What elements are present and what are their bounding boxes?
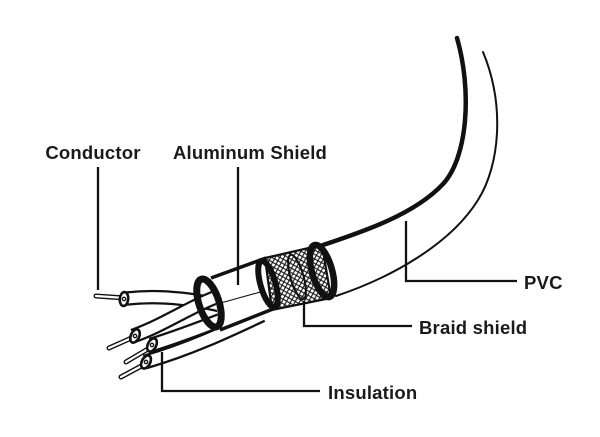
pvc-cut-ring xyxy=(306,241,338,301)
pvc-jacket-inner-edge xyxy=(320,35,469,248)
aluminum-shield-bottom-edge xyxy=(219,307,274,332)
shield-collar xyxy=(193,275,225,331)
aluminum-shield-shade-line xyxy=(216,290,265,305)
insulation-leader xyxy=(160,352,320,393)
braid-shield-band xyxy=(255,241,338,312)
braid-left-ring xyxy=(255,257,281,311)
labels: Conductor Aluminum Shield PVC Braid shie… xyxy=(45,142,562,403)
pvc-jacket-outer-edge xyxy=(335,51,499,297)
label-braid-shield: Braid shield xyxy=(419,317,527,338)
label-conductor: Conductor xyxy=(45,142,140,163)
pvc-jacket xyxy=(320,35,499,297)
label-pvc: PVC xyxy=(524,272,563,293)
insulation-cut-faces xyxy=(118,290,159,370)
label-aluminum-shield: Aluminum Shield xyxy=(173,142,327,163)
braid-shield-leader xyxy=(302,301,412,328)
pvc-jacket-body xyxy=(323,38,498,296)
leader-lines xyxy=(96,167,517,393)
label-insulation: Insulation xyxy=(328,382,417,403)
pvc-leader xyxy=(404,221,517,283)
wire-bottom xyxy=(142,308,266,370)
braid-seam xyxy=(287,253,307,301)
